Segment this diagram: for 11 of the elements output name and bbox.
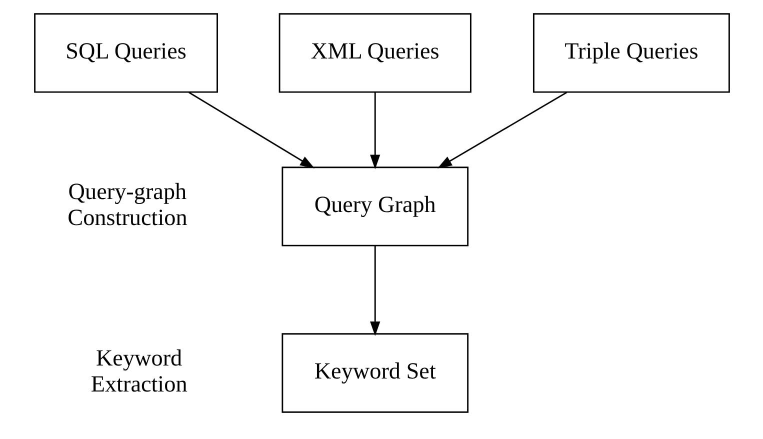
node-box: XML Queries: [278, 13, 471, 93]
arrow: [370, 246, 380, 336]
node-box: Triple Queries: [532, 13, 730, 93]
node-box: SQL Queries: [34, 13, 218, 93]
arrow: [436, 92, 567, 168]
label: Keyword Extraction: [90, 345, 187, 398]
arrow: [370, 92, 380, 170]
arrow: [188, 92, 314, 168]
label: Query-graph Construction: [67, 178, 187, 232]
node-box: Keyword Set: [281, 333, 468, 413]
node-box: Query Graph: [281, 166, 468, 246]
